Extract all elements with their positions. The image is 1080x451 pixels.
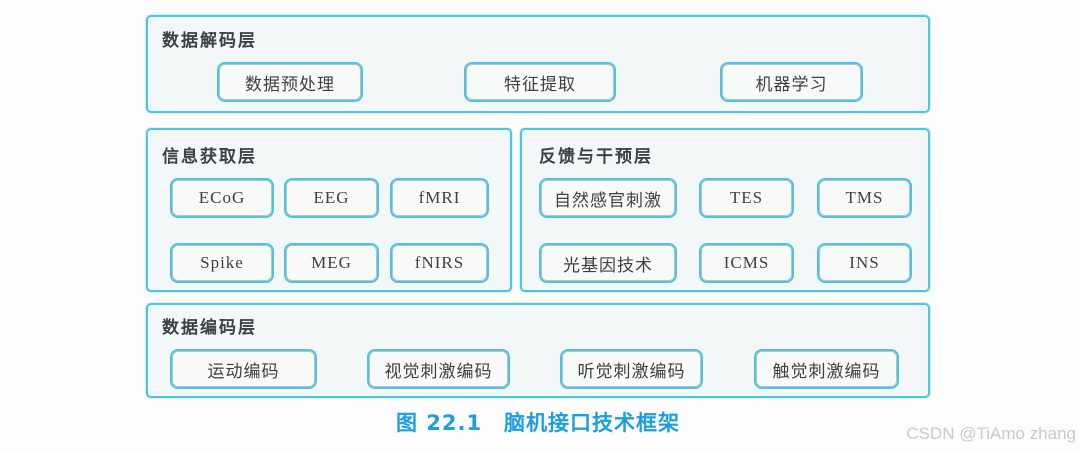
node-ins: INS [817, 243, 912, 283]
layer-data-encoding: 数据编码层 运动编码 视觉刺激编码 听觉刺激编码 触觉刺激编码 [146, 303, 930, 398]
node-natural-sensory-stimulation: 自然感官刺激 [539, 178, 677, 218]
watermark-text: CSDN @TiAmo zhang [906, 424, 1076, 443]
node-visual-stimulus-encoding: 视觉刺激编码 [367, 349, 510, 389]
node-fnirs: fNIRS [390, 243, 489, 283]
node-auditory-stimulus-encoding: 听觉刺激编码 [560, 349, 703, 389]
node-tms: TMS [817, 178, 912, 218]
layer-information-acquisition: 信息获取层 ECoG EEG fMRI Spike MEG fNIRS [146, 128, 512, 292]
node-motor-encoding: 运动编码 [170, 349, 317, 389]
node-eeg: EEG [284, 178, 379, 218]
node-optogenetics: 光基因技术 [539, 243, 677, 283]
layer-title-information-acquisition: 信息获取层 [162, 147, 257, 167]
layer-title-data-encoding: 数据编码层 [162, 318, 257, 338]
node-icms: ICMS [699, 243, 794, 283]
node-feature-extraction: 特征提取 [464, 62, 616, 102]
node-spike: Spike [170, 243, 274, 283]
layer-feedback-intervention: 反馈与干预层 自然感官刺激 TES TMS 光基因技术 ICMS INS [520, 128, 930, 292]
layer-data-decoding: 数据解码层 数据预处理 特征提取 机器学习 [146, 15, 930, 113]
node-data-preprocessing: 数据预处理 [217, 62, 363, 102]
layer-title-data-decoding: 数据解码层 [162, 31, 257, 51]
layer-title-feedback-intervention: 反馈与干预层 [539, 147, 653, 167]
node-ecog: ECoG [170, 178, 274, 218]
node-tes: TES [699, 178, 794, 218]
node-meg: MEG [284, 243, 379, 283]
node-machine-learning: 机器学习 [720, 62, 863, 102]
figure-caption: 图 22.1 脑机接口技术框架 [395, 411, 681, 435]
node-fmri: fMRI [390, 178, 489, 218]
node-tactile-stimulus-encoding: 触觉刺激编码 [754, 349, 899, 389]
